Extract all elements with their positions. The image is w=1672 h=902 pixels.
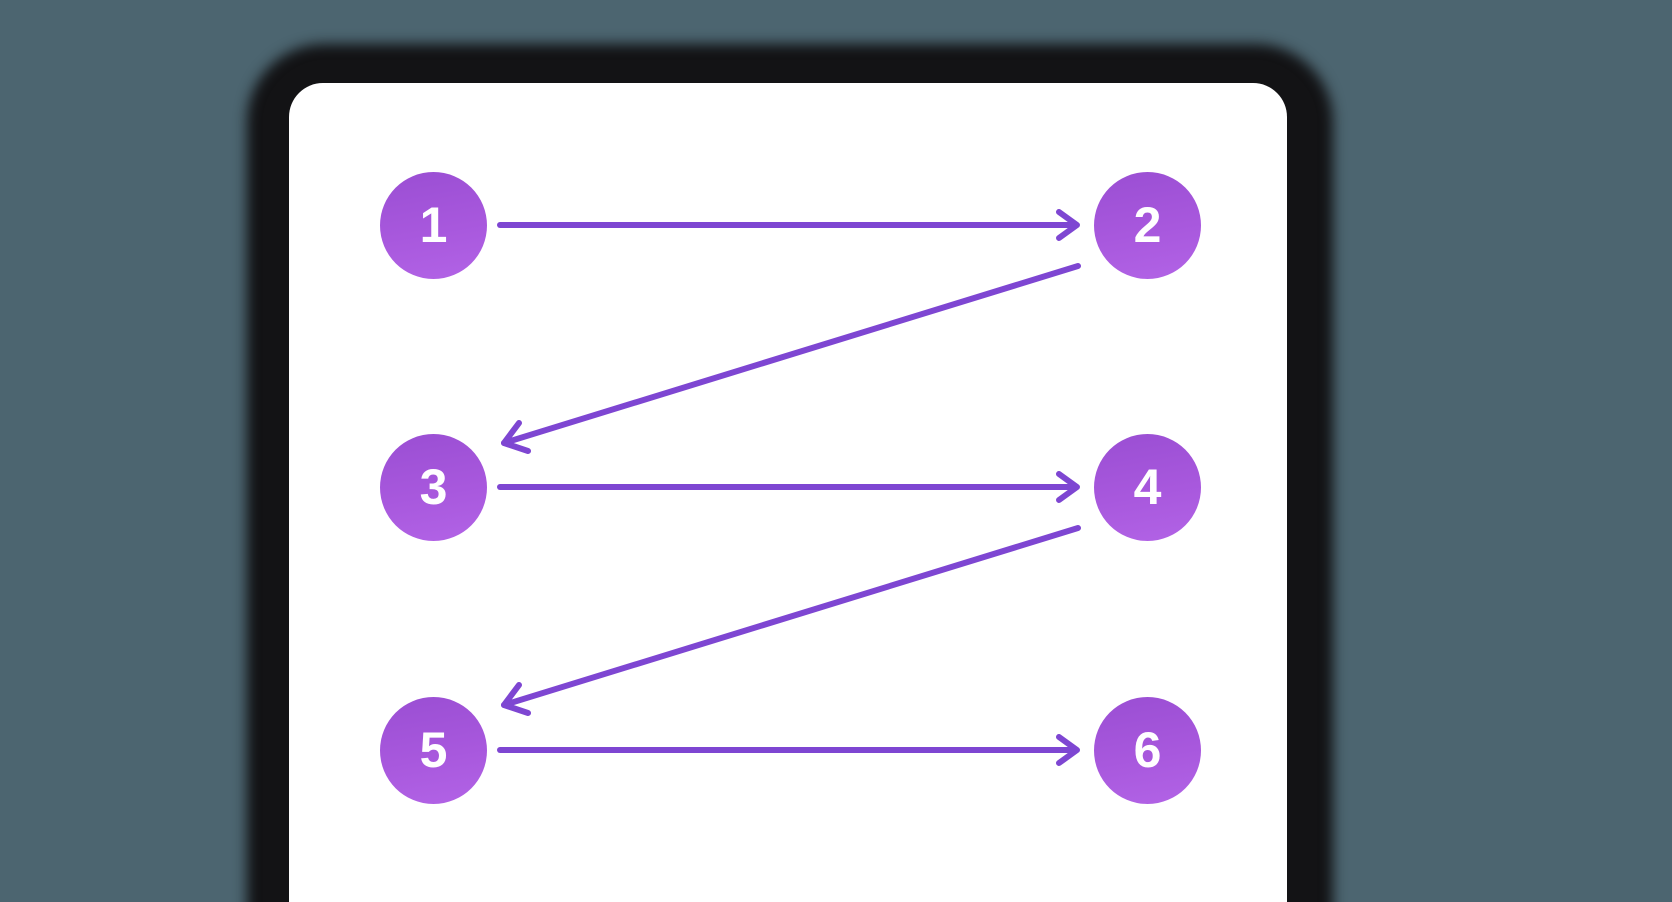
step-node-5: 5 — [380, 697, 487, 804]
step-node-2: 2 — [1094, 172, 1201, 279]
step-node-1-label: 1 — [419, 196, 448, 253]
step-node-3-label: 3 — [419, 458, 448, 515]
step-node-6: 6 — [1094, 697, 1201, 804]
step-node-2-label: 2 — [1133, 196, 1162, 253]
step-node-5-label: 5 — [419, 721, 448, 778]
step-node-4: 4 — [1094, 434, 1201, 541]
step-node-3: 3 — [380, 434, 487, 541]
step-node-6-label: 6 — [1133, 721, 1162, 778]
step-node-1: 1 — [380, 172, 487, 279]
step-node-4-label: 4 — [1133, 458, 1162, 515]
